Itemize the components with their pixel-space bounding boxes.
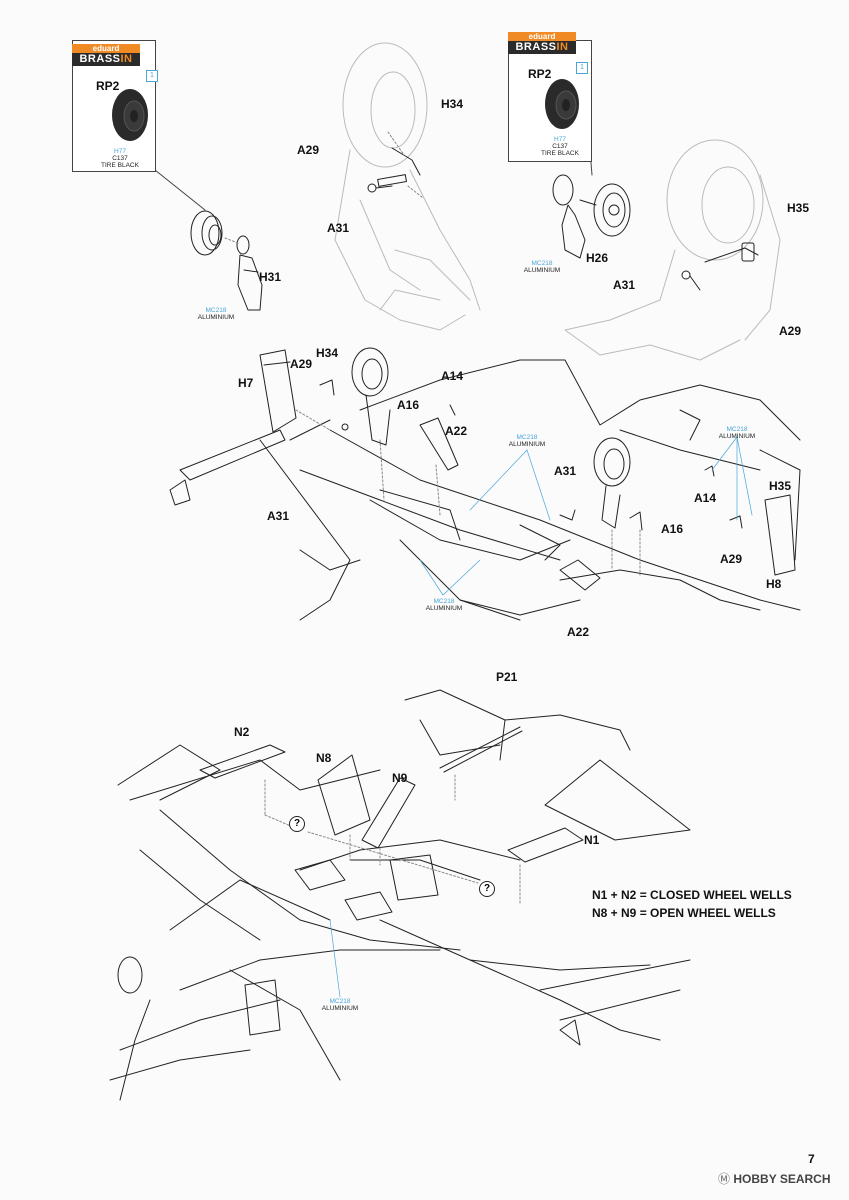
note-closed-wells: N1 + N2 = CLOSED WHEEL WELLS — [592, 888, 792, 902]
paint-callout-h31: MC218 ALUMINIUM — [197, 307, 235, 322]
top-right-strut-assembly — [552, 174, 631, 259]
label-h7: H7 — [238, 376, 254, 390]
label-a31-mid-left: A31 — [267, 509, 290, 523]
mid-fuselage-view — [169, 347, 801, 621]
tire-icon-left — [112, 89, 148, 141]
label-a31-top-right: A31 — [613, 278, 636, 292]
label-h34-top: H34 — [441, 97, 464, 111]
top-right-parts — [681, 242, 759, 291]
page-number: 7 — [808, 1152, 815, 1166]
paint-callout-tire-left: H77 C137 TIRE BLACK — [101, 148, 139, 170]
paint-callout-mid-right: MC218 ALUMINIUM — [718, 426, 756, 441]
label-a29-right: A29 — [720, 552, 743, 566]
label-a31-mid-center: A31 — [554, 464, 577, 478]
part-label-rp2-right: RP2 — [528, 67, 552, 81]
wheel-well-note: N1 + N2 = CLOSED WHEEL WELLS N8 + N9 = O… — [592, 886, 792, 922]
label-h35-right: H35 — [769, 479, 792, 493]
label-a31-top: A31 — [327, 221, 350, 235]
label-h35-top: H35 — [787, 201, 810, 215]
label-a22-bottom: A22 — [567, 625, 590, 639]
watermark: Ⓜ HOBBY SEARCH — [718, 1170, 830, 1187]
label-a29-top-right: A29 — [779, 324, 802, 338]
step-badge-left: 1 — [146, 70, 158, 82]
eduard-brassin-logo-right: eduard BRASSIN — [508, 32, 576, 54]
note-open-wells: N8 + N9 = OPEN WHEEL WELLS — [592, 906, 776, 920]
eduard-brassin-logo: eduard BRASSIN — [72, 44, 140, 66]
label-n1: N1 — [584, 833, 600, 847]
label-n8: N8 — [316, 751, 332, 765]
watermark-text: HOBBY SEARCH — [733, 1172, 831, 1186]
label-p21: P21 — [496, 670, 518, 684]
label-a29-mid: A29 — [290, 357, 313, 371]
top-center-parts — [367, 131, 424, 199]
label-a14-mid: A14 — [441, 369, 464, 383]
label-n2: N2 — [234, 725, 250, 739]
paint-callout-low: MC218 ALUMINIUM — [321, 998, 359, 1013]
label-a22-mid: A22 — [445, 424, 468, 438]
bottom-fuselage-view — [109, 689, 691, 1101]
question-mark-icon-right: ? — [479, 881, 495, 897]
tire-icon-right — [545, 79, 579, 129]
label-h8: H8 — [766, 577, 782, 591]
paint-callout-h26: MC218 ALUMINIUM — [523, 260, 561, 275]
paint-callout-mid-center: MC218 ALUMINIUM — [508, 434, 546, 449]
watermark-logo-icon: Ⓜ — [718, 1172, 731, 1186]
label-a16-mid: A16 — [397, 398, 420, 412]
question-mark-icon-left: ? — [289, 816, 305, 832]
paint-callout-tire-right: H77 C137 TIRE BLACK — [541, 136, 579, 158]
label-h26: H26 — [586, 251, 609, 265]
top-gear-reference-ghost — [334, 42, 481, 331]
label-a29-top: A29 — [297, 143, 320, 157]
top-left-wheel-assembly — [190, 210, 263, 311]
label-n9: N9 — [392, 771, 408, 785]
step-badge-right: 1 — [576, 62, 588, 74]
label-a14-right: A14 — [694, 491, 717, 505]
label-h34-mid: H34 — [316, 346, 339, 360]
paint-callout-mid-bottom: MC218 ALUMINIUM — [425, 598, 463, 613]
label-a16-right: A16 — [661, 522, 684, 536]
top-right-gear-ghost — [564, 139, 781, 361]
part-label-rp2-left: RP2 — [96, 79, 120, 93]
label-h31: H31 — [259, 270, 282, 284]
